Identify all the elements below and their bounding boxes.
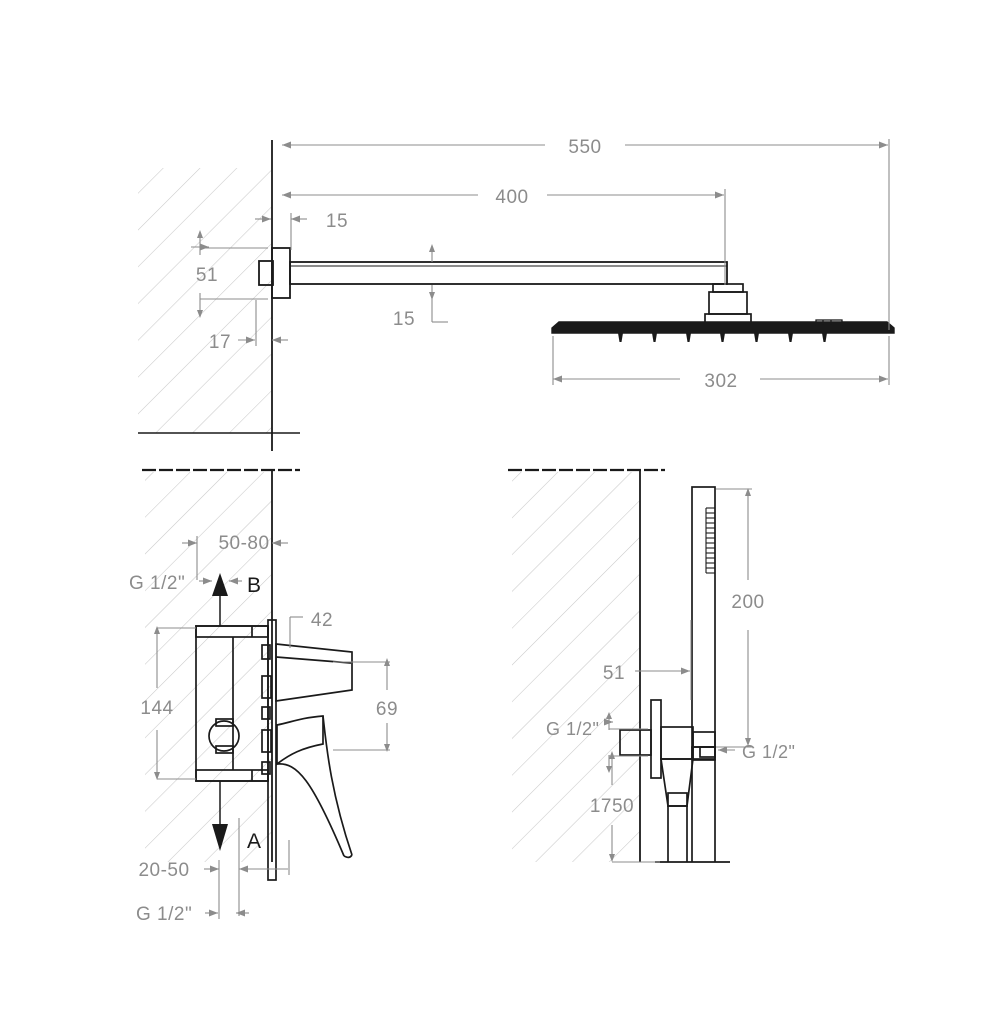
head-cleaning-tab xyxy=(815,319,843,326)
dimension-550 xyxy=(282,139,890,330)
dimension-1750-label: 1750 xyxy=(590,796,634,817)
dimension-200-label: 200 xyxy=(731,592,764,613)
flow-arrow-a xyxy=(212,781,228,851)
wall-section-hatch-mixer xyxy=(142,468,300,862)
dimension-50-80 xyxy=(182,536,288,580)
dimension-42-label: 42 xyxy=(311,610,333,631)
label-inlet-a-thread: G 1/2" xyxy=(136,904,192,925)
dimension-1750 xyxy=(609,751,660,863)
hand-shower-holder xyxy=(660,758,694,862)
label-elbow-thread-right: G 1/2" xyxy=(742,742,795,762)
label-inlet-b-thread: G 1/2" xyxy=(129,573,185,594)
dimension-51-offset xyxy=(635,620,692,700)
dimension-50-80-label: 50-80 xyxy=(218,533,269,554)
dimension-17 xyxy=(238,300,288,346)
handset-grip-ribs xyxy=(705,507,715,574)
label-port-b: B xyxy=(247,574,261,597)
label-elbow-thread-left: G 1/2" xyxy=(546,719,599,739)
dimension-15-top-label: 15 xyxy=(326,211,348,232)
dimension-51-label: 51 xyxy=(196,265,218,286)
dimension-302 xyxy=(552,336,890,385)
dimension-15-arm xyxy=(429,244,448,323)
dimension-51-offset-label: 51 xyxy=(603,663,625,684)
diverter-knob xyxy=(275,643,353,702)
dimension-elbow-thread-left xyxy=(604,712,648,773)
dimension-51 xyxy=(191,230,268,318)
view-handshower-elevation: 200 51 G 1/2" G 1/2" xyxy=(508,468,795,863)
dimension-400-label: 400 xyxy=(495,187,528,208)
dimension-550-label: 550 xyxy=(568,137,601,158)
wall-section-hatch-top xyxy=(138,140,300,451)
dimension-144 xyxy=(154,626,196,780)
dimension-302-label: 302 xyxy=(704,371,737,392)
escutcheon-plate xyxy=(261,619,277,881)
dimension-20-50-label: 20-50 xyxy=(138,860,189,881)
lever-handle xyxy=(276,715,353,859)
wall-section-hatch-handshower xyxy=(508,468,665,862)
dimension-42 xyxy=(289,616,303,648)
dimension-20-50 xyxy=(204,818,290,916)
dimension-inlet-a-width xyxy=(205,860,249,919)
flow-arrow-b xyxy=(212,573,228,626)
dimension-69-label: 69 xyxy=(376,699,398,720)
spray-nozzles xyxy=(618,333,827,342)
dimension-200 xyxy=(716,488,752,748)
dimension-144-label: 144 xyxy=(140,698,173,719)
dimension-400 xyxy=(282,189,726,285)
view-mixer-elevation: 50-80 G 1/2" B 144 42 xyxy=(129,468,398,925)
dimension-15-top xyxy=(255,213,307,250)
view-top-elevation: 550 400 15 51 xyxy=(138,137,895,451)
hand-shower-handset xyxy=(691,486,716,748)
rain-shower-head xyxy=(551,319,895,342)
dimension-17-label: 17 xyxy=(209,332,231,353)
shower-arm-assembly xyxy=(258,247,728,299)
label-port-a: A xyxy=(247,830,261,853)
dimension-69 xyxy=(333,658,390,752)
dimension-15-arm-label: 15 xyxy=(393,309,415,330)
